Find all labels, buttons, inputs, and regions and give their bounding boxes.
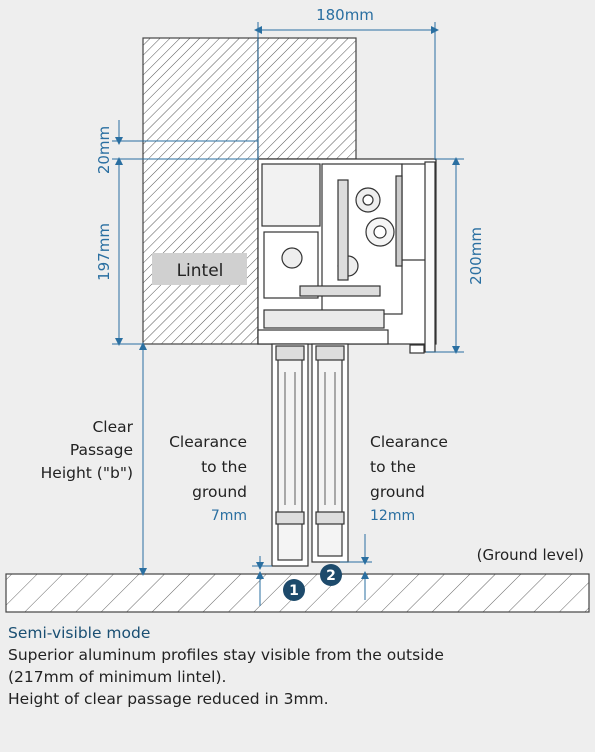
clearance-left-line-3: ground <box>192 483 247 501</box>
clear-passage-line-1: Clear <box>92 418 133 436</box>
clearance-left-value: 7mm <box>211 508 247 524</box>
installation-diagram: Lintel (Ground level) <box>5 6 590 613</box>
dimension-width: 180mm <box>254 6 439 160</box>
caption-title: Semi-visible mode <box>8 624 151 642</box>
mechanism-housing <box>257 158 437 354</box>
clear-passage-label: Clear Passage Height ("b") <box>41 418 134 482</box>
dimension-profile-height-label: 200mm <box>467 227 485 285</box>
badge-1: 1 <box>283 579 305 601</box>
badge-2-label: 2 <box>326 568 336 584</box>
clear-passage-line-2: Passage <box>70 441 133 459</box>
clear-passage-line-3: Height ("b") <box>41 464 133 482</box>
dimension-lintel-height: 197mm <box>95 157 143 346</box>
lintel-label: Lintel <box>177 261 224 281</box>
clearance-right-dimension <box>340 534 372 600</box>
caption-line-3: Height of clear passage reduced in 3mm. <box>8 690 329 708</box>
clearance-right-label: Clearance to the ground 12mm <box>370 433 448 524</box>
door-profile-1 <box>271 343 309 567</box>
dimension-top-gap-label: 20mm <box>95 126 113 174</box>
clearance-right-value: 12mm <box>370 508 415 524</box>
caption-line-2: (217mm of minimum lintel). <box>8 668 227 686</box>
clearance-right-line-2: to the <box>370 458 416 476</box>
clearance-left-line-1: Clearance <box>169 433 247 451</box>
clearance-right-line-3: ground <box>370 483 425 501</box>
caption-line-1: Superior aluminum profiles stay visible … <box>8 646 444 664</box>
dimension-profile-height: 200mm <box>426 157 485 354</box>
lintel-wall: Lintel <box>142 37 357 345</box>
badge-1-label: 1 <box>289 583 299 599</box>
ground-level-label: (Ground level) <box>477 546 584 564</box>
lintel-label-box <box>152 253 247 285</box>
door-profile-2 <box>311 343 349 563</box>
clearance-left-line-2: to the <box>201 458 247 476</box>
dimension-width-label: 180mm <box>316 6 374 24</box>
badge-2: 2 <box>320 564 342 586</box>
dimension-top-gap: 20mm <box>95 120 258 174</box>
clearance-left-label: Clearance to the ground 7mm <box>169 433 247 524</box>
dimension-lintel-height-label: 197mm <box>95 223 113 281</box>
caption: Semi-visible mode Superior aluminum prof… <box>8 622 588 710</box>
clearance-left-dimension <box>252 556 272 606</box>
clearance-right-line-1: Clearance <box>370 433 448 451</box>
